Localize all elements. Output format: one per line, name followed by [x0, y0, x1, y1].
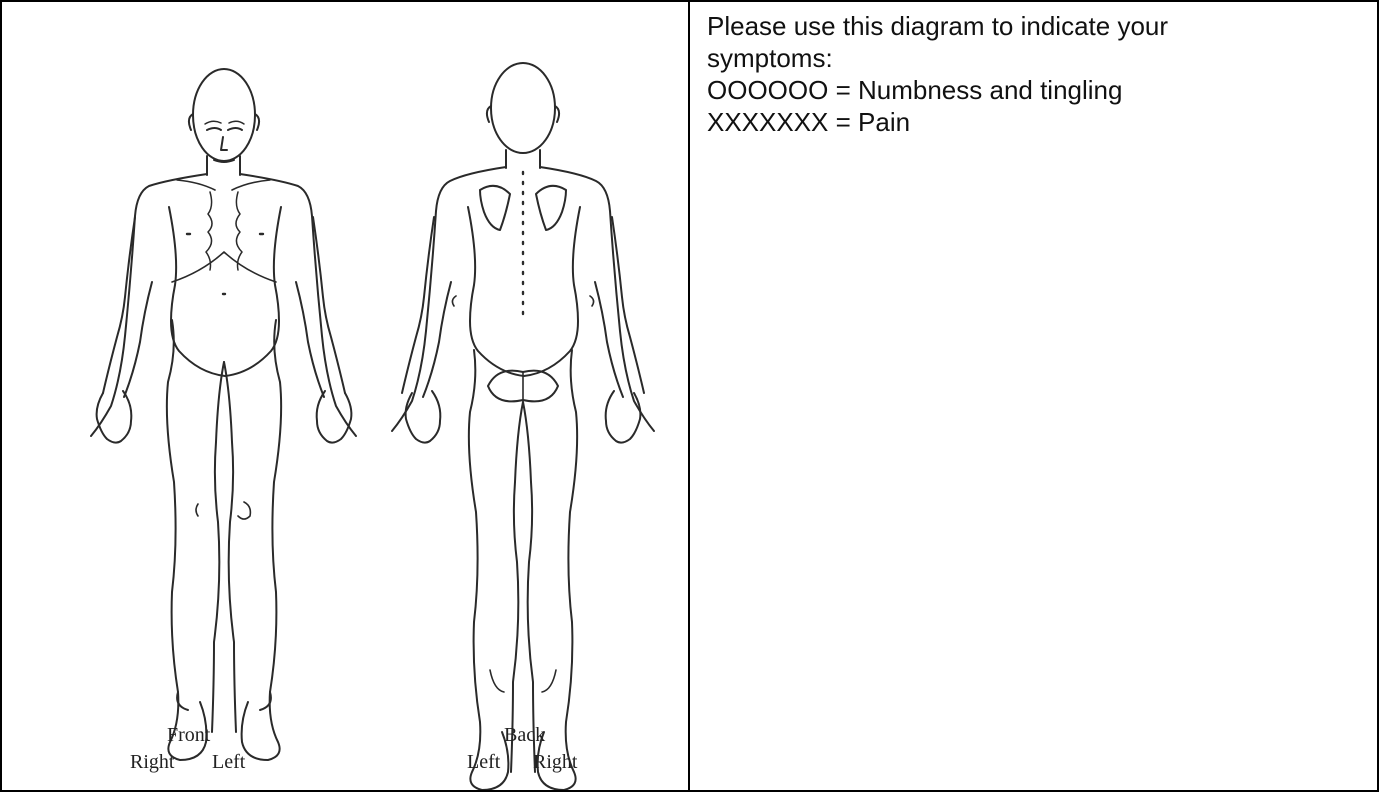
legend-numbness-symbol: OOOOOO	[707, 75, 828, 105]
front-title: Front	[167, 724, 210, 747]
legend-numbness: OOOOOO = Numbness and tingling	[707, 74, 1369, 106]
back-right-label: Right	[533, 751, 577, 774]
front-right-label: Right	[130, 751, 174, 774]
legend-pain-symbol: XXXXXXX	[707, 107, 828, 137]
body-diagram-cell: Front Right Left Back Left Right	[2, 2, 690, 790]
body-diagram	[2, 2, 688, 790]
legend-pain: XXXXXXX = Pain	[707, 106, 1369, 138]
back-figure	[392, 63, 654, 790]
legend-pain-meaning: Pain	[858, 107, 910, 137]
legend-numbness-meaning: Numbness and tingling	[858, 75, 1123, 105]
instructions: Please use this diagram to indicate your…	[707, 10, 1369, 138]
front-left-label: Left	[212, 751, 245, 774]
front-figure	[91, 69, 356, 760]
instructions-intro: Please use this diagram to indicate your…	[707, 10, 1267, 74]
back-left-label: Left	[467, 751, 500, 774]
instructions-cell: Please use this diagram to indicate your…	[690, 2, 1377, 790]
back-title: Back	[504, 724, 545, 747]
